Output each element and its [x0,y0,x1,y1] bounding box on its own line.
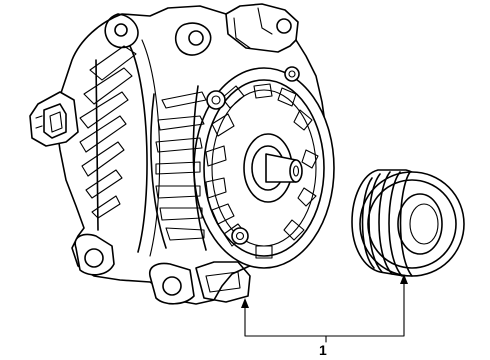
pulley-drawing [351,169,465,277]
alternator-drawing [29,3,335,305]
callout-1-leader [241,274,408,343]
callout-1-label: 1 [319,342,327,358]
